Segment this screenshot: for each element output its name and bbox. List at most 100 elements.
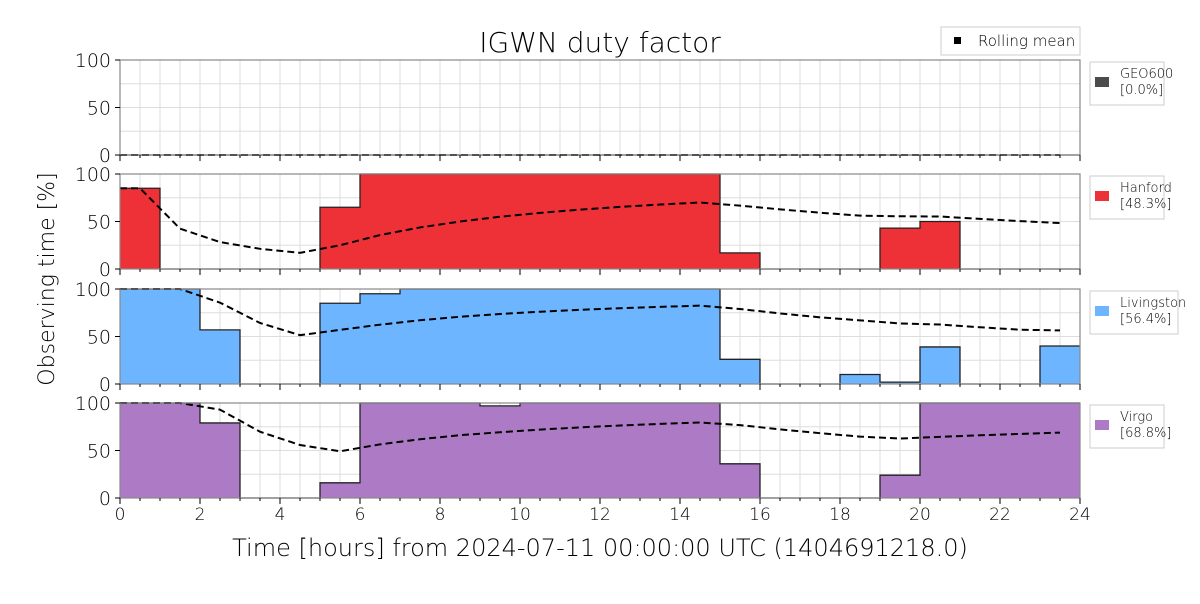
legend-name: Virgo [1120,410,1153,425]
x-tick-label: 8 [435,505,446,525]
bar [680,174,720,269]
bar [920,403,960,498]
bar [160,403,200,498]
bar [120,188,160,269]
legend-virgo: Virgo[68.8%] [1089,404,1171,449]
bar [120,403,160,498]
legend-percent: [68.8%] [1120,426,1171,441]
bar [840,374,880,384]
bar [560,403,600,498]
bar [120,289,160,384]
x-tick-label: 10 [509,505,531,525]
rolling-mean-legend: Rolling mean [940,26,1081,56]
bar [360,174,400,269]
legend-name: Hanford [1120,181,1172,196]
legend-swatch [1095,420,1109,430]
bar [880,228,920,269]
legend-livingston: Livingston[56.4%] [1089,290,1186,335]
bar [320,303,360,384]
y-tick-label: 100 [75,279,111,301]
rolling-mean-line [120,288,1061,337]
rolling-mean-line [120,402,1061,453]
bar [200,422,240,498]
legend-percent: [56.4%] [1120,312,1171,327]
bar [320,482,360,498]
x-tick-label: 12 [589,505,611,525]
bar [640,403,680,498]
x-axis-label: Time [hours] from 2024-07-11 00:00:00 UT… [232,534,968,562]
rolling-mean-label: Rolling mean [978,32,1075,50]
bar [520,289,560,384]
bar [920,221,960,269]
bar [160,289,200,384]
bar [560,289,600,384]
legend-geo600: GEO600[0.0%] [1089,61,1173,106]
x-tick-label: 0 [115,505,126,525]
bar [440,289,480,384]
bar [720,463,760,498]
y-axis-label: Observing time [%] [35,172,60,385]
bar [720,252,760,269]
x-tick-label: 22 [989,505,1011,525]
x-tick-label: 24 [1069,505,1091,525]
bar [600,289,640,384]
y-tick-label: 100 [75,50,111,72]
bar [480,174,520,269]
bar [440,174,480,269]
bar [960,403,1000,498]
legend-name: Livingston [1120,296,1186,311]
x-tick-label: 4 [275,505,286,525]
bar [320,207,360,269]
bar [480,289,520,384]
bar [480,405,520,498]
bar [640,289,680,384]
x-tick-label: 14 [669,505,691,525]
bar [880,382,920,384]
rolling-mean-marker [954,37,961,44]
bar [600,174,640,269]
bar [920,346,960,384]
y-tick-label: 50 [87,441,111,463]
bar [720,359,760,384]
bar [520,403,560,498]
bar [400,403,440,498]
chart-title: IGWN duty factor [479,26,721,59]
bar [1000,403,1040,498]
y-tick-label: 0 [99,488,111,510]
y-tick-label: 50 [87,327,111,349]
legend-swatch [1095,191,1109,201]
bar [880,475,920,498]
bar [200,329,240,384]
y-tick-label: 50 [87,212,111,234]
legend-swatch [1095,306,1109,316]
y-tick-label: 100 [75,393,111,415]
bar [680,403,720,498]
y-tick-label: 0 [99,259,111,281]
rolling-mean-line [120,187,1061,254]
y-tick-label: 0 [99,374,111,396]
bar [1040,403,1080,498]
y-tick-label: 50 [87,98,111,120]
x-tick-label: 18 [829,505,851,525]
bar [400,174,440,269]
x-tick-label: 16 [749,505,771,525]
bar [1040,346,1080,384]
bar [600,403,640,498]
bar [400,289,440,384]
y-tick-label: 0 [99,145,111,167]
legend-percent: [48.3%] [1120,197,1171,212]
x-tick-label: 2 [195,505,206,525]
x-tick-label: 6 [355,505,366,525]
bar [360,293,400,384]
bar [640,174,680,269]
legend-name: GEO600 [1120,67,1173,82]
legend-hanford: Hanford[48.3%] [1089,175,1172,220]
bar [560,174,600,269]
legend-percent: [0.0%] [1120,83,1163,98]
bar [440,403,480,498]
x-tick-label: 20 [909,505,931,525]
y-tick-label: 100 [75,164,111,186]
